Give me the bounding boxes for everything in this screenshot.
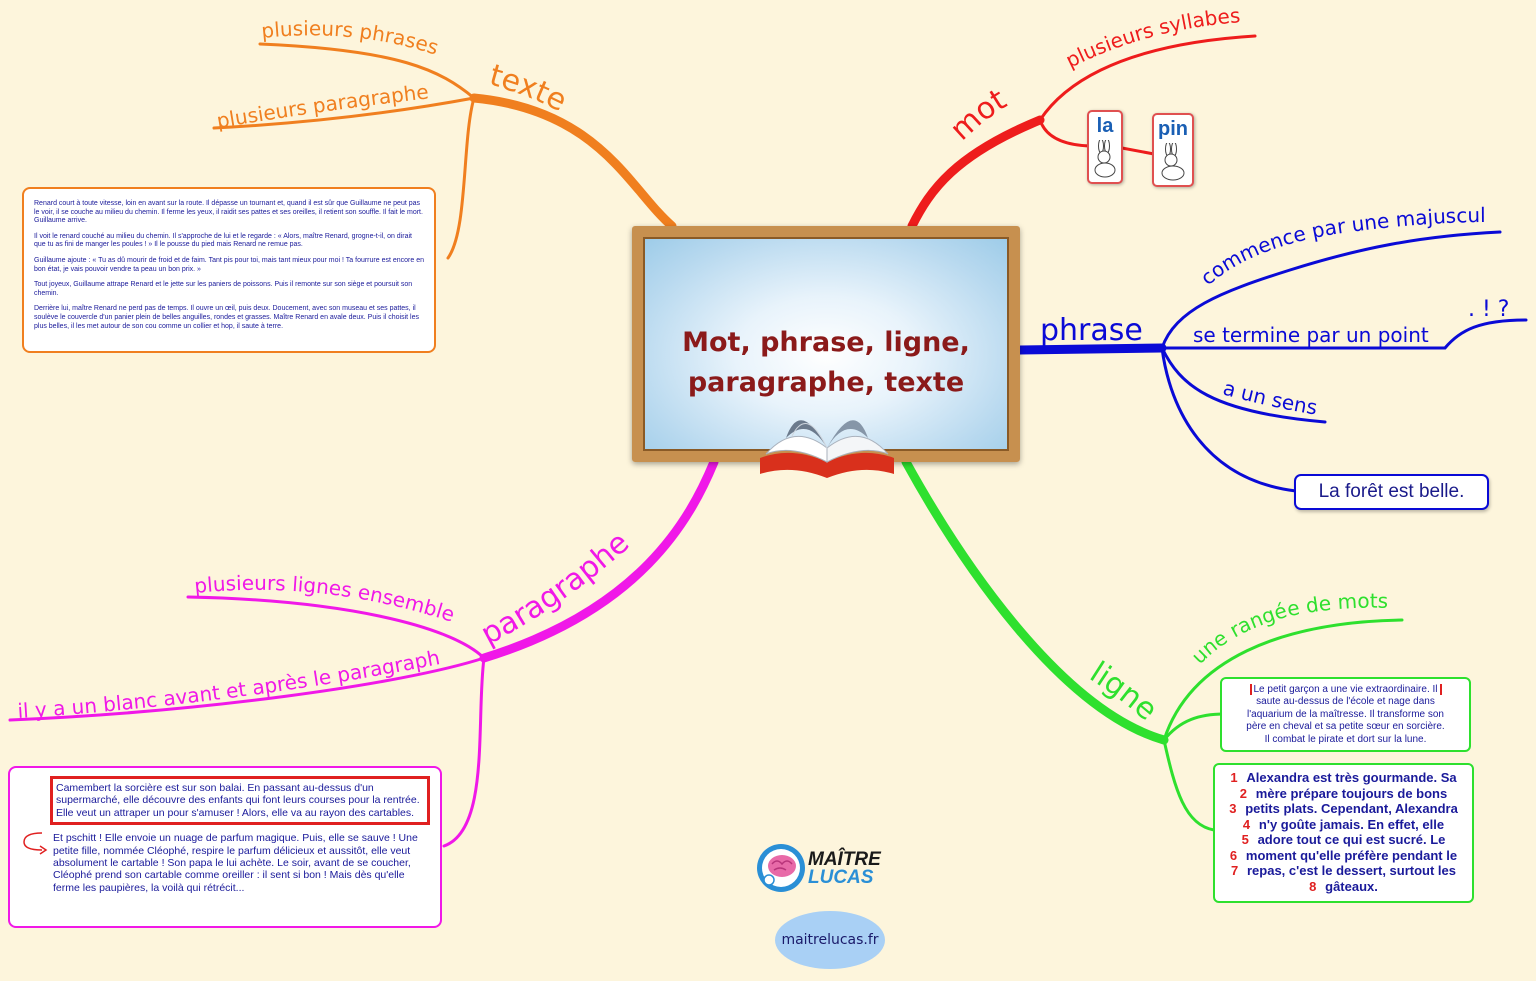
line-number: 1: [1230, 770, 1238, 785]
phrase-item-point: se termine par un point: [1193, 323, 1429, 347]
return-arrow-icon: [23, 832, 48, 855]
logo-line2: LUCAS: [808, 867, 874, 888]
phrase-example-text: La forêt est belle.: [1318, 481, 1465, 502]
syllable-pin: pin: [1158, 118, 1188, 140]
central-title-line2: paragraphe, texte: [687, 367, 965, 398]
central-title: Mot, phrase, ligne, paragraphe, texte: [643, 323, 1009, 403]
phrase-example-box: La forêt est belle.: [1294, 474, 1489, 510]
line-number: 6: [1229, 847, 1238, 863]
paragraphe-branch: [8, 457, 719, 848]
texte-branch: [212, 42, 677, 260]
brain-icon: [757, 844, 805, 892]
texte-example-p1: Renard court à toute vitesse, loin en av…: [34, 200, 423, 225]
paragraphe-example-box: Camembert la sorcière est sur son balai.…: [8, 766, 442, 928]
line-number: 8: [1309, 878, 1317, 894]
site-link[interactable]: maitrelucas.fr: [775, 911, 885, 969]
syllable-card-la: la: [1087, 110, 1123, 184]
texte-example-p3: Guillaume ajoute : « Tu as dû mourir de …: [34, 256, 424, 273]
ligne-example-line: l'aquarium de la maîtresse. Il transform…: [1247, 708, 1444, 720]
line-number: 5: [1241, 832, 1249, 847]
logo-text: MAÎTRE LUCAS: [808, 849, 881, 888]
texte-example-p4: Tout joyeux, Guillaume attrape Renard et…: [34, 281, 413, 297]
ligne-example-line: père en cheval et sa petite sœur en sorc…: [1246, 721, 1445, 733]
texte-example-p2: Il voit le renard couché au milieu du ch…: [34, 232, 412, 249]
mot-item-syllabes: plusieurs syllabes: [1062, 3, 1241, 72]
phrase-punctuation: . ! ?: [1468, 297, 1509, 322]
syllable-card-pin: pin: [1152, 113, 1194, 187]
open-book-icon: [760, 420, 894, 478]
ligne-example-first-line: Le petit garçon a une vie extraordinaire…: [1226, 684, 1465, 696]
phrase-branch: [1015, 230, 1528, 493]
paragraphe-example-p2: Et pschitt ! Elle envoie un nuage de par…: [53, 832, 418, 894]
syllable-la: la: [1096, 115, 1114, 137]
line-number: 4: [1242, 816, 1251, 832]
ligne-item-rangee: une rangée de mots: [1186, 589, 1388, 669]
texte-example-box: Renard court à toute vitesse, loin en av…: [22, 187, 436, 353]
ligne-branch: [901, 457, 1404, 832]
mot-branch: [907, 34, 1257, 231]
texte-example-p5: Derrière lui, maître Renard ne perd pas …: [34, 305, 419, 330]
phrase-item-sens: a un sens: [1221, 376, 1320, 420]
ligne-example-line: saute au-dessus de l'école et nage dans: [1256, 696, 1435, 708]
site-url[interactable]: maitrelucas.fr: [781, 932, 879, 948]
line-number: 3: [1229, 801, 1237, 816]
rabbit-icon: [1094, 138, 1116, 178]
ligne-label: ligne: [1084, 655, 1164, 728]
texte-item-phrases: plusieurs phrases: [260, 16, 441, 59]
rabbit-icon: [1161, 141, 1185, 181]
central-board: Mot, phrase, ligne, paragraphe, texte: [632, 226, 1020, 462]
ligne-example-line: Il combat le pirate et dort sur la lune.: [1264, 733, 1427, 745]
central-title-line1: Mot, phrase, ligne,: [682, 327, 970, 358]
line-number: 7: [1230, 863, 1239, 878]
paragraphe-example-p1: Camembert la sorcière est sur son balai.…: [50, 776, 430, 826]
line-number: 2: [1239, 785, 1248, 801]
phrase-label: phrase: [1040, 313, 1143, 348]
logo-line1: MAÎTRE: [808, 849, 881, 870]
ligne-example-box: Le petit garçon a une vie extraordinaire…: [1220, 677, 1471, 752]
